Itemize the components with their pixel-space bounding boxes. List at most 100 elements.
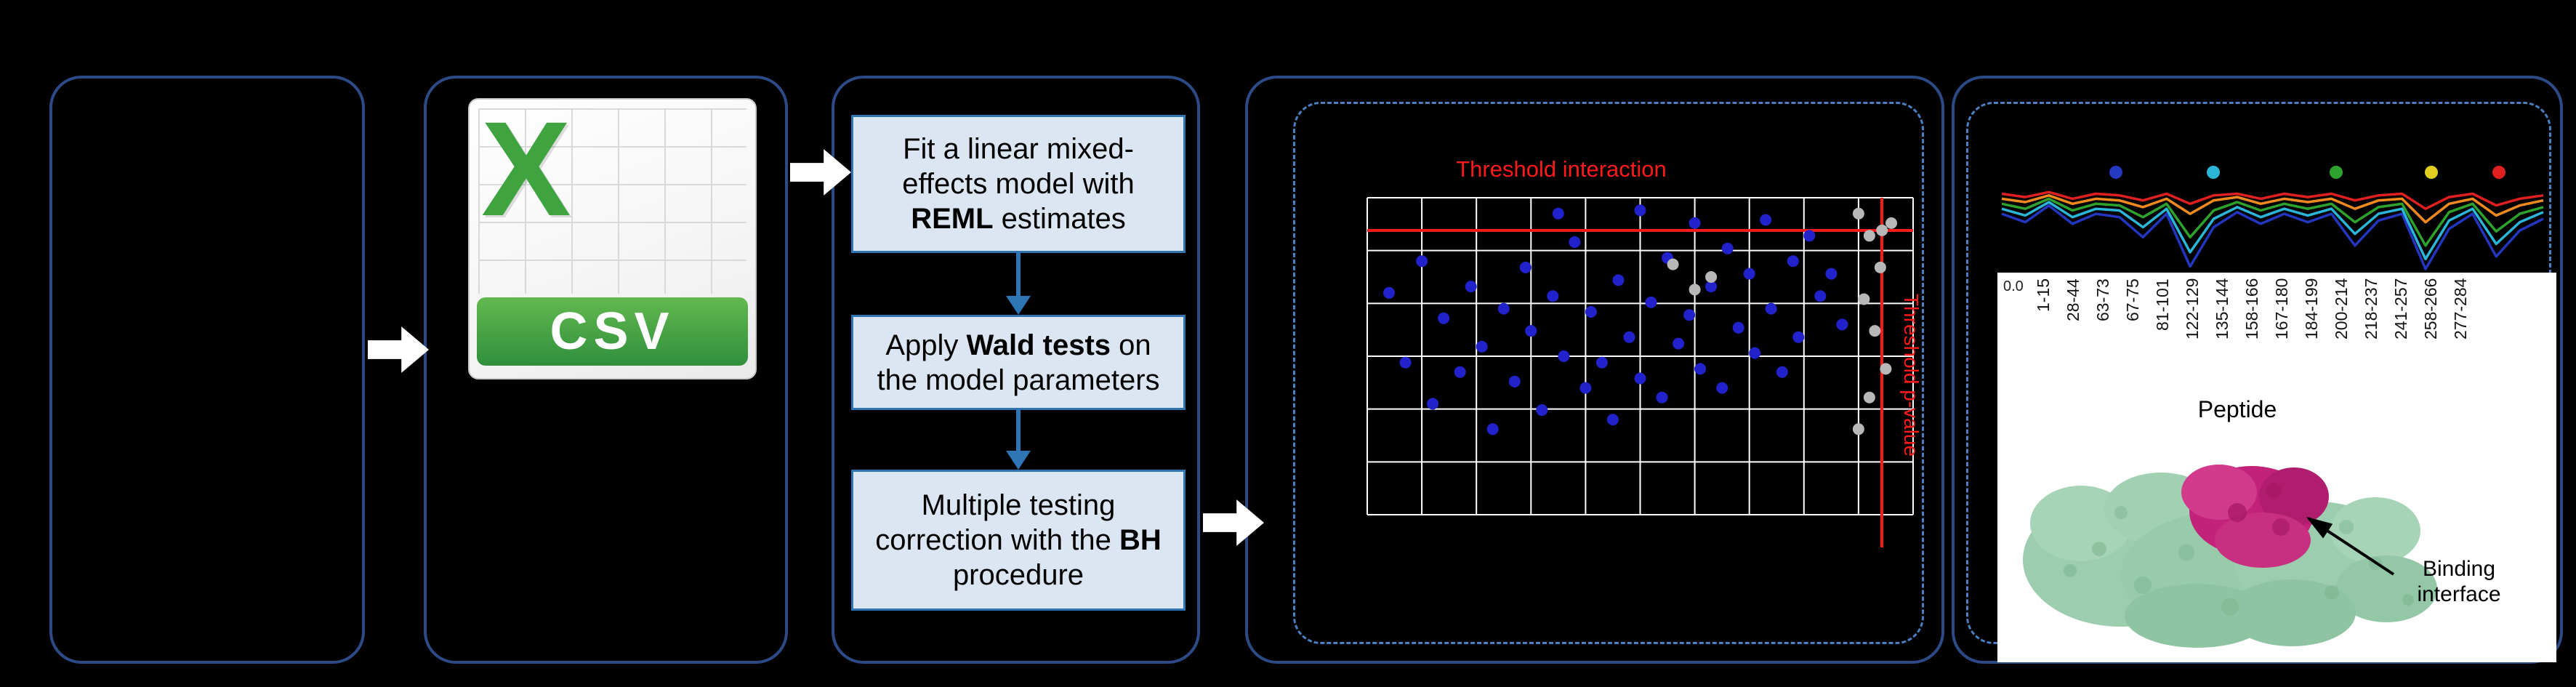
volcano-point-significant [1399, 356, 1412, 369]
step-text-part: on the model parameters [877, 329, 1160, 396]
down-arrow-1 [1004, 253, 1033, 315]
step-text-part: Apply [885, 329, 967, 361]
input-panel [49, 76, 365, 664]
peptide-tick-label: 158-166 [2242, 278, 2261, 340]
spreadsheet-grid [478, 108, 746, 294]
condition-dot-state-3 [2330, 166, 2343, 179]
step-box-bh: Multiple testing correction with the BH … [851, 470, 1186, 611]
peptide-tick-label: 218-237 [2362, 278, 2380, 340]
volcano-point-significant [1732, 321, 1744, 334]
volcano-point-significant [1716, 382, 1728, 394]
peptide-tick-label: 81-101 [2153, 278, 2172, 331]
down-arrow-stem [1016, 410, 1021, 451]
condition-dot-state-2 [2207, 166, 2220, 179]
peptide-tick-label: 63-73 [2093, 278, 2112, 321]
peptide-tick-label: 277-284 [2451, 278, 2470, 340]
down-arrow-stem [1016, 253, 1021, 296]
volcano-point-nonsignificant [1869, 325, 1881, 337]
volcano-point-significant [1465, 281, 1477, 293]
volcano-point-significant [1519, 261, 1531, 273]
step-text-part: Fit a linear mixed-effects model with [902, 133, 1135, 200]
volcano-point-significant [1579, 382, 1592, 394]
volcano-point-significant [1536, 404, 1548, 417]
volcano-point-significant [1623, 331, 1635, 343]
step-text-part: estimates [993, 203, 1126, 235]
binding-interface-label: Binding interface [2417, 557, 2501, 607]
condition-dot-state-5 [2492, 166, 2505, 179]
volcano-point-nonsignificant [1863, 391, 1875, 403]
uptake-line-green [2001, 197, 2544, 247]
volcano-point-significant [1416, 255, 1428, 268]
volcano-point-significant [1525, 325, 1537, 337]
down-arrow-2 [1004, 410, 1033, 470]
volcano-point-nonsignificant [1858, 293, 1870, 305]
csv-file-panel: X CSV [424, 76, 788, 664]
volcano-point-significant [1476, 340, 1488, 353]
volcano-point-nonsignificant [1852, 207, 1864, 220]
volcano-point-significant [1689, 217, 1701, 229]
threshold-pvalue-label: Threshold p-value [1900, 294, 1923, 457]
peptide-tick-label: 167-180 [2272, 278, 2291, 340]
volcano-plot: Threshold interaction Threshold p-value [1367, 156, 1923, 547]
volcano-point-significant [1656, 391, 1668, 403]
volcano-point-nonsignificant [1880, 363, 1892, 375]
volcano-plot-panel: Threshold interaction Threshold p-value [1245, 76, 1944, 664]
uptake-plot [2001, 166, 2544, 270]
step-text-part: procedure [952, 559, 1084, 591]
threshold-interaction-label: Threshold interaction [1456, 156, 1667, 182]
csv-file-icon: X CSV [468, 95, 757, 379]
volcano-point-significant [1705, 281, 1718, 293]
flow-arrow-1 [368, 326, 429, 373]
peptide-tick-label: 258-266 [2421, 278, 2440, 340]
volcano-point-nonsignificant [1667, 258, 1679, 270]
volcano-point-nonsignificant [1863, 230, 1875, 242]
volcano-point-significant [1760, 214, 1772, 226]
volcano-point-significant [1585, 306, 1597, 318]
volcano-point-significant [1836, 318, 1848, 331]
volcano-point-significant [1765, 302, 1777, 315]
volcano-dashed-frame: Threshold interaction Threshold p-value [1293, 102, 1924, 644]
peptide-tick-label: 135-144 [2213, 278, 2231, 340]
volcano-point-significant [1673, 337, 1685, 350]
csv-sheet: X CSV [468, 95, 757, 379]
volcano-point-nonsignificant [1874, 261, 1886, 273]
csv-banner: CSV [477, 297, 748, 366]
volcano-point-significant [1814, 290, 1827, 302]
peptide-tick-label: 200-214 [2332, 278, 2351, 340]
volcano-point-significant [1552, 207, 1564, 220]
peptide-tick-label: 1-15 [2034, 278, 2053, 313]
binding-interface-arrow [2306, 516, 2395, 576]
step-text-bold: BH [1119, 524, 1162, 556]
volcano-point-nonsignificant [1705, 271, 1718, 283]
step-text-wald: Apply Wald tests on the model parameters [864, 328, 1173, 398]
volcano-point-significant [1383, 286, 1395, 299]
down-arrow-head [1006, 451, 1031, 470]
uptake-line-orange [2001, 194, 2544, 224]
volcano-point-significant [1645, 296, 1657, 308]
uptake-line-cyan [2001, 201, 2544, 260]
volcano-point-significant [1612, 274, 1625, 286]
step-text-reml: Fit a linear mixed-effects model with RE… [864, 132, 1173, 236]
volcano-point-significant [1825, 268, 1838, 280]
peptide-tick-label: 241-257 [2391, 278, 2410, 340]
volcano-point-significant [1486, 423, 1499, 435]
uptake-line-red [2001, 190, 2544, 210]
volcano-point-significant [1497, 302, 1510, 315]
volcano-point-significant [1749, 347, 1761, 359]
step-box-reml: Fit a linear mixed-effects model with RE… [851, 115, 1186, 253]
step-text-part: Multiple testing correction with the [875, 489, 1119, 556]
volcano-point-significant [1634, 204, 1646, 217]
step-text-bold: REML [911, 203, 994, 235]
step-text-bold: Wald tests [966, 329, 1111, 361]
binding-site [2181, 465, 2329, 568]
y-axis-tick: 0.0 [2003, 278, 2024, 294]
volcano-point-significant [1634, 372, 1646, 385]
csv-banner-label: CSV [550, 302, 675, 361]
peptide-tick-label: 28-44 [2064, 278, 2082, 321]
volcano-point-significant [1454, 366, 1466, 378]
excel-x-glyph: X [481, 95, 571, 244]
